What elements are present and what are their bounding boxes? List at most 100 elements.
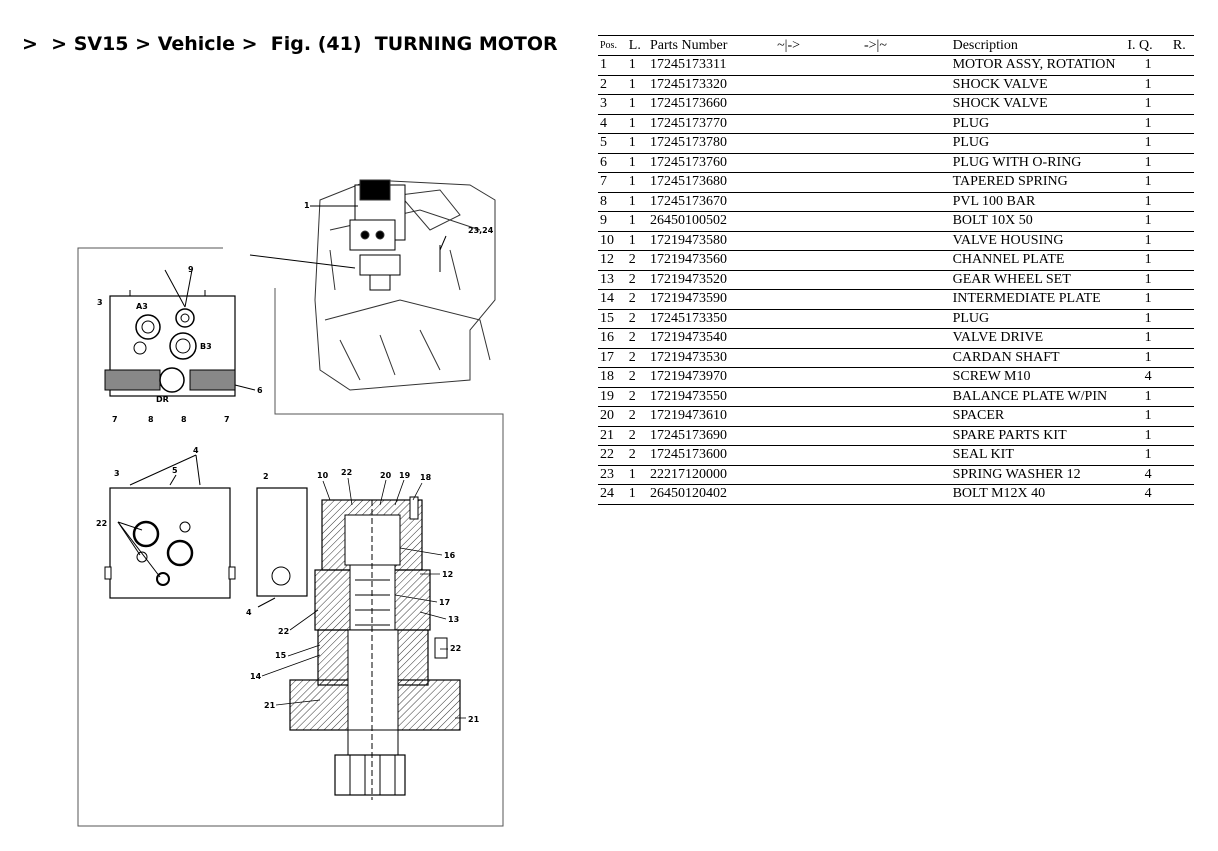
cell-level: 1 [626, 75, 648, 95]
cell-quantity: 1 [1125, 387, 1171, 407]
cell-level: 1 [626, 484, 648, 505]
cell-parts-number: 17245173320 [648, 75, 776, 95]
cell-to [861, 55, 951, 76]
col-header-level[interactable]: L. [626, 35, 648, 56]
breadcrumb-link-vehicle[interactable]: Vehicle [157, 33, 235, 55]
cell-level: 2 [626, 348, 648, 368]
cell-to [861, 367, 951, 388]
cell-from [775, 367, 862, 388]
svg-text:5: 5 [172, 466, 178, 475]
cell-to [861, 309, 951, 329]
cell-pos: 1 [598, 55, 627, 76]
cell-description: SCREW M10 [950, 367, 1126, 388]
cell-parts-number: 17245173600 [648, 445, 776, 466]
cell-remarks [1170, 309, 1194, 329]
cell-pos: 14 [598, 289, 627, 310]
cell-quantity: 1 [1125, 348, 1171, 368]
cell-remarks [1170, 133, 1194, 154]
cell-quantity: 1 [1125, 328, 1171, 349]
cell-remarks [1170, 328, 1194, 349]
col-header-pos[interactable]: Pos. [598, 35, 627, 56]
cell-quantity: 1 [1125, 192, 1171, 212]
cell-to [861, 250, 951, 271]
col-header-remarks[interactable]: R. [1170, 35, 1194, 56]
cell-level: 1 [626, 153, 648, 173]
cell-to [861, 406, 951, 427]
cell-description: VALVE HOUSING [950, 231, 1126, 251]
cell-to [861, 348, 951, 368]
col-header-quantity[interactable]: I. Q. [1125, 35, 1171, 56]
cell-description: VALVE DRIVE [950, 328, 1126, 349]
svg-text:B3: B3 [200, 342, 212, 351]
cell-quantity: 1 [1125, 133, 1171, 154]
cell-remarks [1170, 192, 1194, 212]
cell-quantity: 1 [1125, 55, 1171, 76]
cell-remarks [1170, 270, 1194, 290]
breadcrumb-separator: > [241, 33, 258, 55]
shock-valve-block-top [104, 269, 256, 397]
cell-quantity: 1 [1125, 114, 1171, 134]
cell-remarks [1170, 387, 1194, 407]
cell-remarks [1170, 153, 1194, 173]
svg-text:7: 7 [224, 415, 230, 424]
cell-parts-number: 17219473590 [648, 289, 776, 310]
cell-to [861, 75, 951, 95]
cell-parts-number: 17245173670 [648, 192, 776, 212]
cell-level: 1 [626, 211, 648, 232]
svg-text:17: 17 [439, 598, 450, 607]
svg-text:23,24: 23,24 [468, 226, 494, 235]
col-header-parts-number[interactable]: Parts Number [648, 35, 776, 56]
cell-pos: 22 [598, 445, 627, 466]
cell-pos: 17 [598, 348, 627, 368]
cell-parts-number: 17219473560 [648, 250, 776, 271]
col-header-description[interactable]: Description [950, 35, 1126, 56]
cell-to [861, 328, 951, 349]
svg-text:14: 14 [250, 672, 262, 681]
cell-quantity: 1 [1125, 211, 1171, 232]
cell-description: PLUG [950, 309, 1126, 329]
cell-to [861, 172, 951, 193]
svg-text:21: 21 [468, 715, 480, 724]
cell-description: INTERMEDIATE PLATE [950, 289, 1126, 310]
breadcrumb-link-sv15[interactable]: SV15 [73, 33, 129, 55]
cell-to [861, 114, 951, 134]
cell-from [775, 94, 862, 115]
cell-description: PLUG [950, 114, 1126, 134]
svg-text:15: 15 [275, 651, 287, 660]
cell-level: 2 [626, 289, 648, 310]
cell-description: SHOCK VALVE [950, 94, 1126, 115]
cell-remarks [1170, 406, 1194, 427]
cell-from [775, 250, 862, 271]
cell-parts-number: 17245173680 [648, 172, 776, 193]
col-header-to[interactable]: ->|~ [861, 35, 951, 56]
cell-quantity: 1 [1125, 231, 1171, 251]
cell-quantity: 1 [1125, 153, 1171, 173]
cell-parts-number: 17245173770 [648, 114, 776, 134]
cell-to [861, 426, 951, 446]
col-header-from[interactable]: ~|-> [775, 35, 862, 56]
